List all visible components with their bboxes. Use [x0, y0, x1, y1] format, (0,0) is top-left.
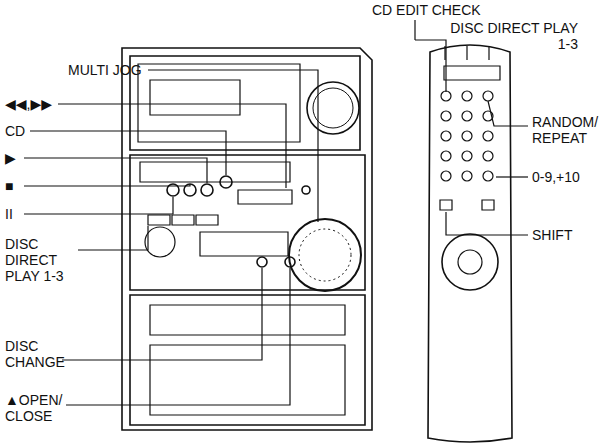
disc-change-area [200, 232, 288, 256]
front-panel [130, 155, 365, 290]
cd-lid [138, 64, 300, 142]
part-label: CD [5, 123, 35, 139]
part-label: 0-9,+10 [532, 169, 608, 185]
part-label: CD EDIT CHECK [372, 2, 512, 18]
play-button [201, 184, 213, 196]
jog-knurl [299, 229, 351, 281]
part-label: ■ [5, 178, 25, 194]
part-label: II [5, 206, 25, 222]
multi-jog-dial [289, 219, 361, 291]
speaker-inner [313, 88, 353, 128]
remote-keypad [440, 91, 494, 210]
cd-button [220, 176, 232, 188]
small-button [302, 186, 310, 194]
cassette-deck [150, 305, 345, 335]
speaker-grille [307, 82, 359, 134]
skip-buttons [238, 190, 292, 204]
remote-dpad-center [458, 250, 482, 274]
display-window [150, 80, 240, 115]
power-knob [145, 227, 175, 257]
part-label: ◀◀,▶▶ [5, 96, 65, 112]
part-label: RANDOM/ REPEAT [532, 114, 608, 146]
part-label: ▶ [5, 150, 25, 166]
remote-top-buttons [444, 66, 500, 80]
remote-dpad [442, 234, 498, 290]
leader-lines [24, 20, 528, 405]
button-strip [140, 162, 290, 182]
part-label: ▲OPEN/ CLOSE [5, 392, 67, 424]
part-label: DISC DIRECT PLAY 1-3 [5, 236, 77, 284]
part-label: DISC DIRECT PLAY 1-3 [438, 20, 578, 52]
part-label: DISC CHANGE [5, 338, 67, 370]
remote-body [428, 45, 512, 442]
disc-direct-buttons [148, 215, 218, 225]
part-label: MULTI JOG [68, 62, 148, 78]
open-close-button [285, 257, 295, 267]
disc-change-button [257, 257, 267, 267]
part-label: SHIFT [532, 227, 608, 243]
unit-body [122, 48, 372, 430]
